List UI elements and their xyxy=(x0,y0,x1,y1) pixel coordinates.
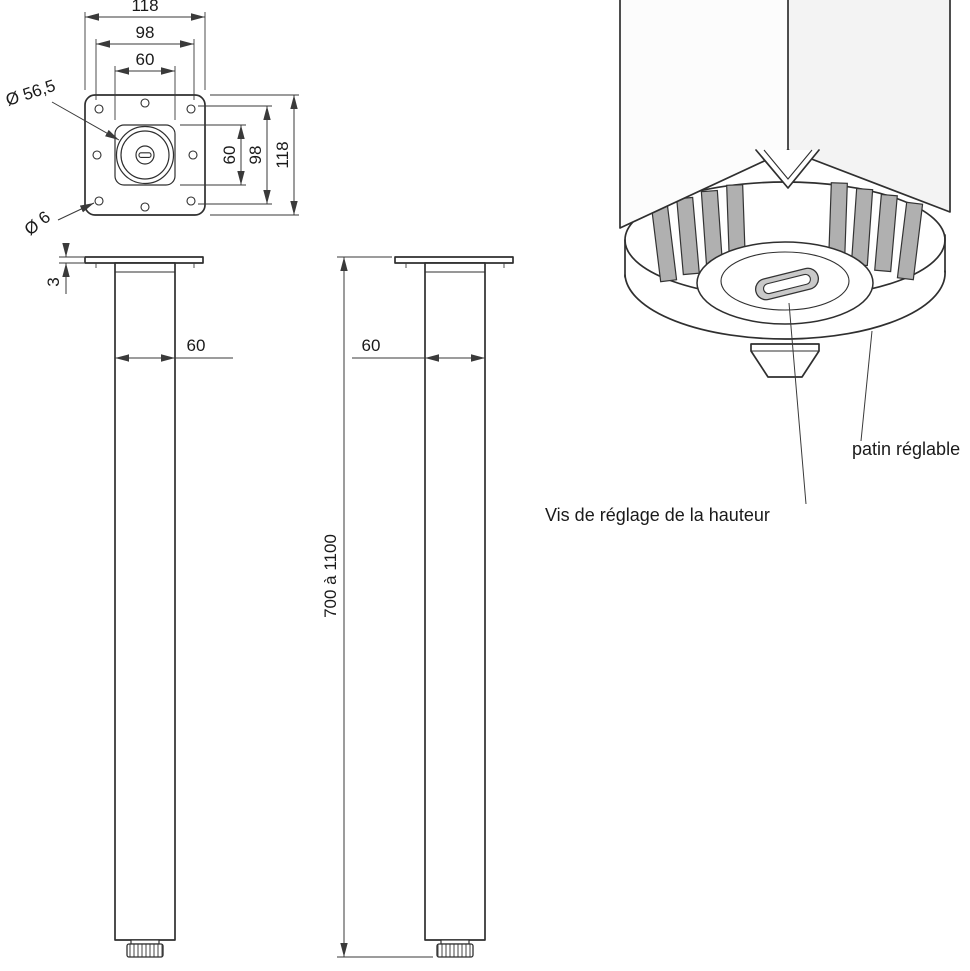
label-adjustable-pad: patin réglable xyxy=(852,439,960,459)
foot-detail-view: patin réglable Vis de réglage de la haut… xyxy=(545,0,960,525)
dim-label-leg-width-right: 60 xyxy=(362,336,381,355)
plate-top-view xyxy=(84,94,206,216)
dim-label-plate-thickness: 3 xyxy=(44,277,63,286)
center-hole xyxy=(135,145,155,165)
label-height-adjustment-screw: Vis de réglage de la hauteur xyxy=(545,505,770,525)
plate-side-right xyxy=(394,256,514,264)
extension-lines xyxy=(84,12,299,216)
adjustable-foot-right xyxy=(436,943,474,958)
dia-label-hole: Ø 6 xyxy=(21,207,54,239)
dimension-lines xyxy=(85,13,298,215)
dim-label-hole-spacing-height: 98 xyxy=(246,146,265,165)
adjustable-foot-left xyxy=(126,943,164,958)
foot-bottom-tip xyxy=(750,343,820,378)
dim-label-tube-width: 60 xyxy=(136,50,155,69)
leg-tube-left xyxy=(114,262,176,941)
leg-side-view-right xyxy=(394,256,514,958)
leg-tube-3d xyxy=(619,0,951,229)
dim-label-leg-width-left: 60 xyxy=(187,336,206,355)
side-view-dimensions: 3 60 60 700 à 1100 xyxy=(44,243,485,958)
dim-label-outer-width: 118 xyxy=(131,0,158,15)
leg-tube-right xyxy=(424,262,486,941)
leader-ring-diameter xyxy=(51,101,120,141)
plate-side-left xyxy=(84,256,204,264)
center-slot xyxy=(138,152,152,158)
dim-label-hole-spacing-width: 98 xyxy=(136,23,155,42)
adjustment-screw-slot xyxy=(754,267,820,301)
pad-outer-edge xyxy=(624,270,946,340)
screw-holes xyxy=(92,98,198,212)
leg-side-view-left xyxy=(84,256,204,958)
leader-screw-label xyxy=(788,302,807,505)
ring-slots xyxy=(650,182,924,283)
corner-insert xyxy=(755,149,820,189)
leader-pad-label xyxy=(860,330,873,442)
dim-label-tube-height: 60 xyxy=(220,146,239,165)
leader-hole-diameter xyxy=(57,202,95,221)
dim-label-height-range: 700 à 1100 xyxy=(321,534,340,618)
dia-label-ring: Ø 56,5 xyxy=(3,76,57,110)
dim-label-outer-height: 118 xyxy=(273,141,292,168)
pad-inner-rim xyxy=(720,251,850,311)
